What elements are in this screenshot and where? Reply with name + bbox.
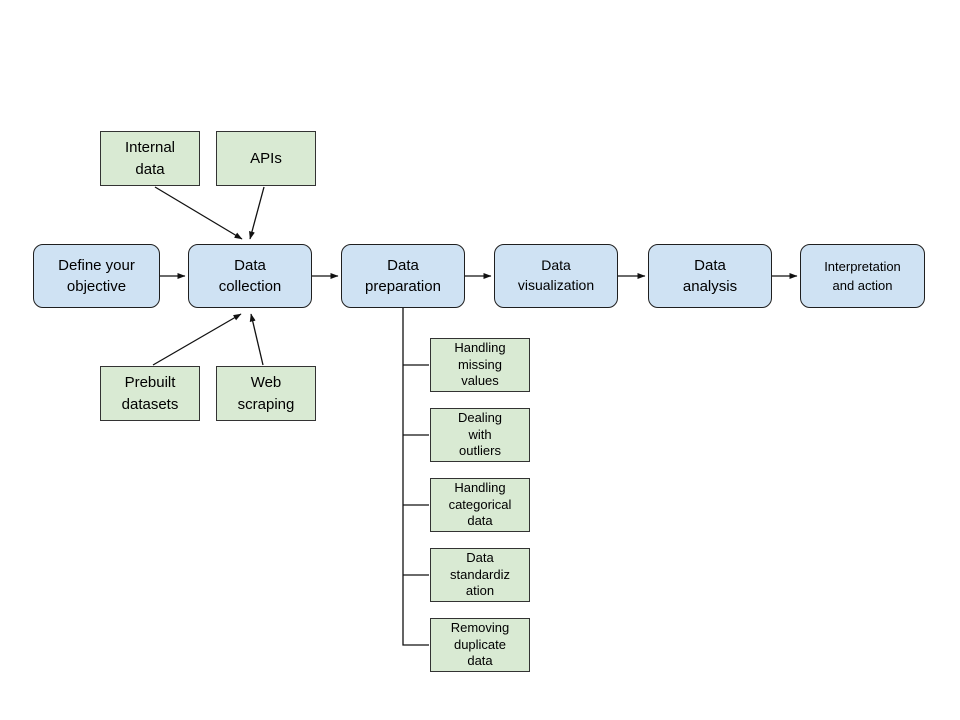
prep-dealing-with-outliers: Dealing with outliers xyxy=(430,408,530,462)
source-internal-data: Internal data xyxy=(100,131,200,186)
source-web-scraping: Web scraping xyxy=(216,366,316,421)
stage-interpretation-and-action: Interpretation and action xyxy=(800,244,925,308)
stage-data-visualization: Data visualization xyxy=(494,244,618,308)
stage-data-collection: Data collection xyxy=(188,244,312,308)
stage-data-preparation: Data preparation xyxy=(341,244,465,308)
stage-define-your-objective: Define your objective xyxy=(33,244,160,308)
prep-handling-missing-values: Handling missing values xyxy=(430,338,530,392)
source-prebuilt-datasets: Prebuilt datasets xyxy=(100,366,200,421)
prep-removing-duplicate-data: Removing duplicate data xyxy=(430,618,530,672)
stage-data-analysis: Data analysis xyxy=(648,244,772,308)
source-apis: APIs xyxy=(216,131,316,186)
prep-handling-categorical-data: Handling categorical data xyxy=(430,478,530,532)
prep-data-standardization: Data standardiz ation xyxy=(430,548,530,602)
